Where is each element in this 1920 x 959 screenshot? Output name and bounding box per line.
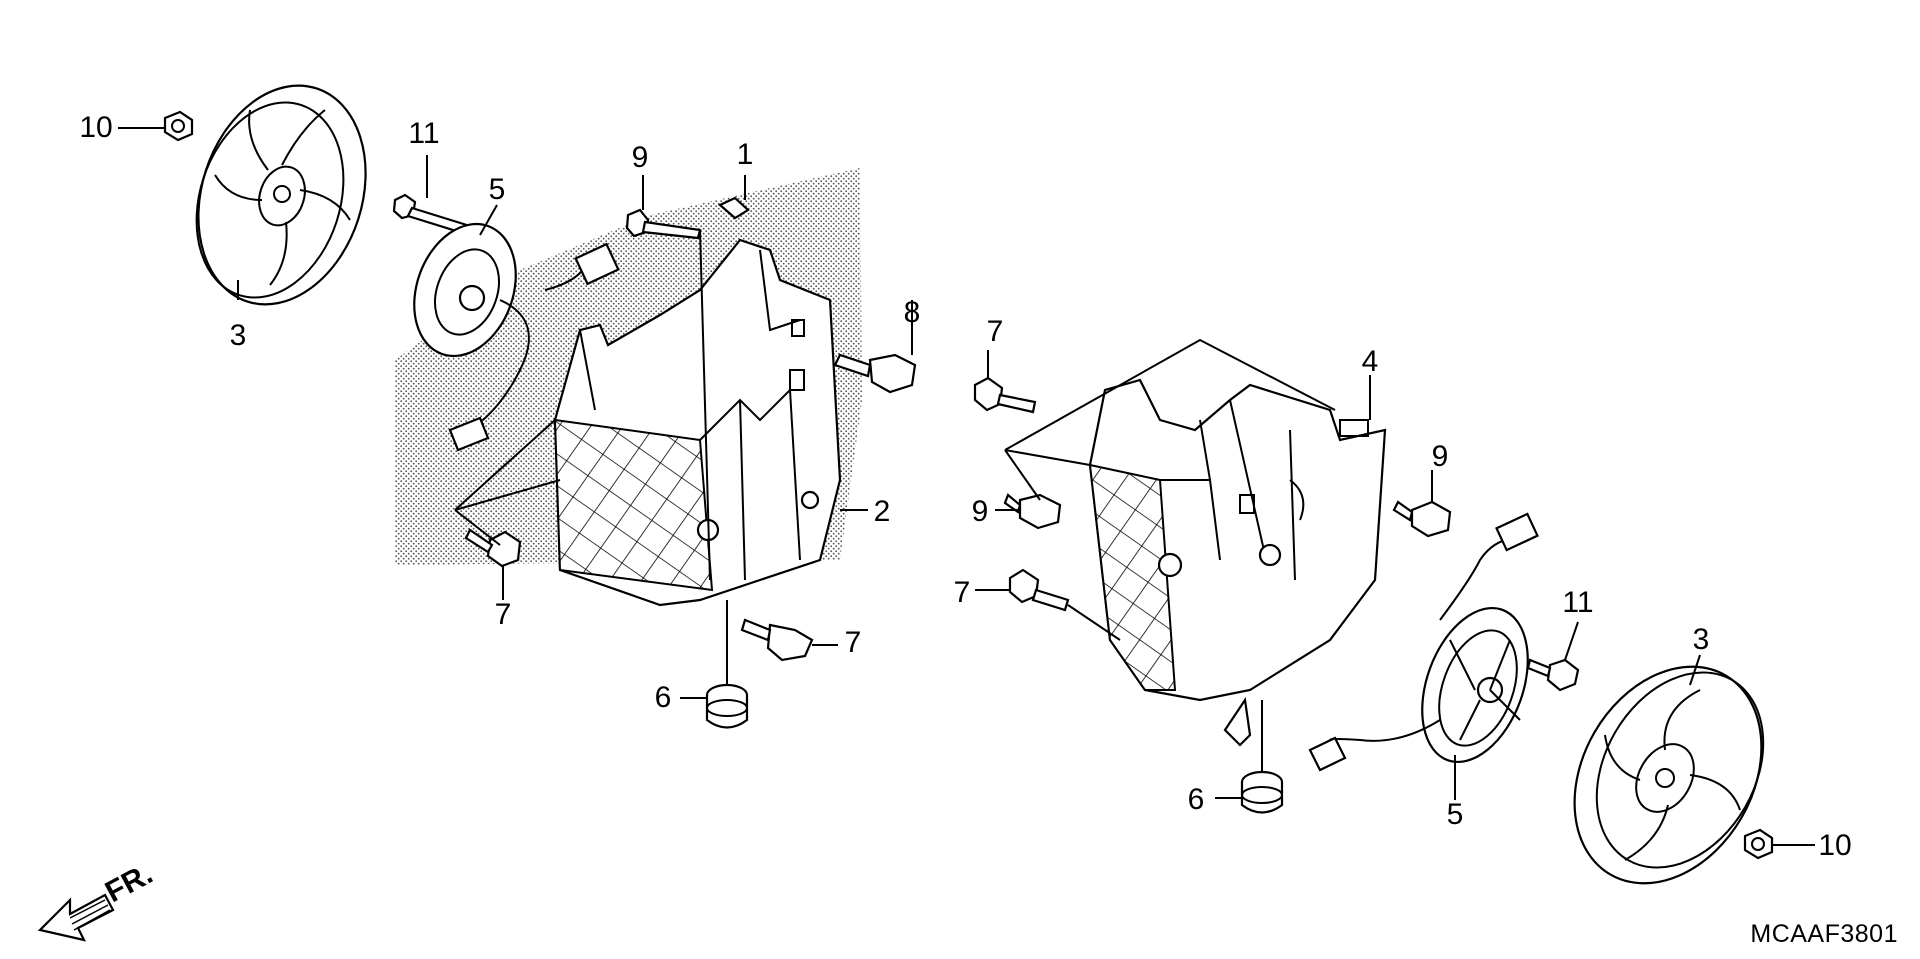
left-fan-shroud [553,238,842,607]
callout-left-5: 5 [488,173,506,206]
callout-left-8: 8 [903,296,921,329]
callout-right-10: 10 [1818,829,1852,862]
right-shroud-grille [1088,463,1177,691]
callout-left-7-lower: 7 [494,598,512,631]
left-grommet [705,683,749,729]
callout-left-2: 2 [873,495,891,528]
callout-right-5: 5 [1446,798,1464,831]
left-shroud-grille [553,418,714,592]
left-bolt-7-lower [464,528,522,568]
right-cooling-fan [1573,665,1765,885]
callout-top-1: 1 [736,138,754,171]
left-bolt-8 [833,353,917,394]
callout-left-7-right: 7 [844,626,862,659]
right-fan-motor [1308,512,1539,772]
right-bolt-7-upper [973,376,1037,414]
right-fan-shroud [1088,378,1387,747]
callout-left-3: 3 [229,319,247,352]
callout-right-11: 11 [1562,586,1594,619]
left-clip-nut [717,196,750,220]
right-bolt-9-right [1392,500,1452,538]
right-grommet [1240,770,1284,814]
right-bolt-11 [1526,658,1580,692]
callout-top-9: 9 [631,141,649,174]
left-nut [163,110,194,142]
left-cooling-fan [195,84,367,306]
left-fan-motor [413,222,620,452]
callout-right-6: 6 [1187,783,1205,816]
right-bolt-7-lower [1008,568,1070,612]
callout-right-9-right: 9 [1431,440,1449,473]
right-bolt-9-left [1003,493,1062,530]
front-direction-arrow [37,893,115,942]
callout-right-7-upper: 7 [986,315,1004,348]
left-bolt-7-right [740,618,814,662]
callout-right-9-left: 9 [971,495,989,528]
callout-left-11: 11 [408,117,440,150]
callout-left-10: 10 [79,111,113,144]
diagram-code: MCAAF3801 [1750,920,1898,948]
right-nut [1743,828,1774,860]
callout-right-4: 4 [1361,345,1379,378]
callout-left-6: 6 [654,681,672,714]
left-bolt-9 [625,208,702,240]
callout-right-7-lower: 7 [953,576,971,609]
callout-right-3: 3 [1692,623,1710,656]
